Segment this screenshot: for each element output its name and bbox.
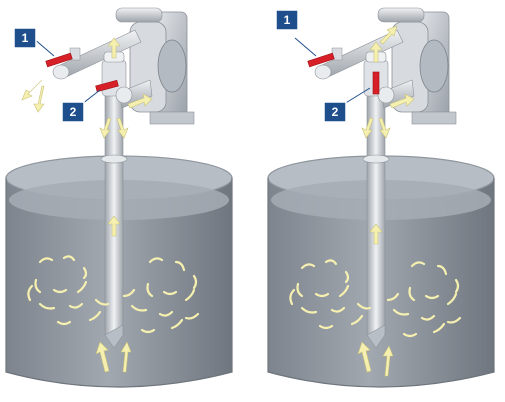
valve-1-handle [45,52,73,68]
callout-2-label: 2 [332,105,339,119]
swirl-arrows [289,259,462,338]
pipe-collar [362,154,390,164]
valve-2-handle [95,79,119,93]
callout-1-label: 1 [22,31,29,45]
callout-2: 2 [61,101,85,123]
callout-1: 1 [13,27,37,49]
flow-arrows [21,37,153,373]
tank-wall-highlight [5,178,233,388]
valve-1-handle [307,52,335,68]
pipe-collar [100,154,128,164]
diaphragm-pump [377,7,457,125]
pipe-tip [366,324,386,349]
right-panel: 1 2 [267,7,495,388]
flow-arrows [357,25,415,377]
callout-1-label: 1 [284,13,291,27]
swirl-arrows [27,255,200,334]
diaphragm-pump [115,7,195,125]
pipe-tip [104,324,124,349]
tank-wall-highlight [267,178,495,388]
callout-2-label: 2 [70,105,77,119]
valve-2-handle [372,71,380,95]
callout-2: 2 [323,101,347,123]
callout-1: 1 [275,9,299,31]
left-panel: 1 2 [5,7,233,388]
